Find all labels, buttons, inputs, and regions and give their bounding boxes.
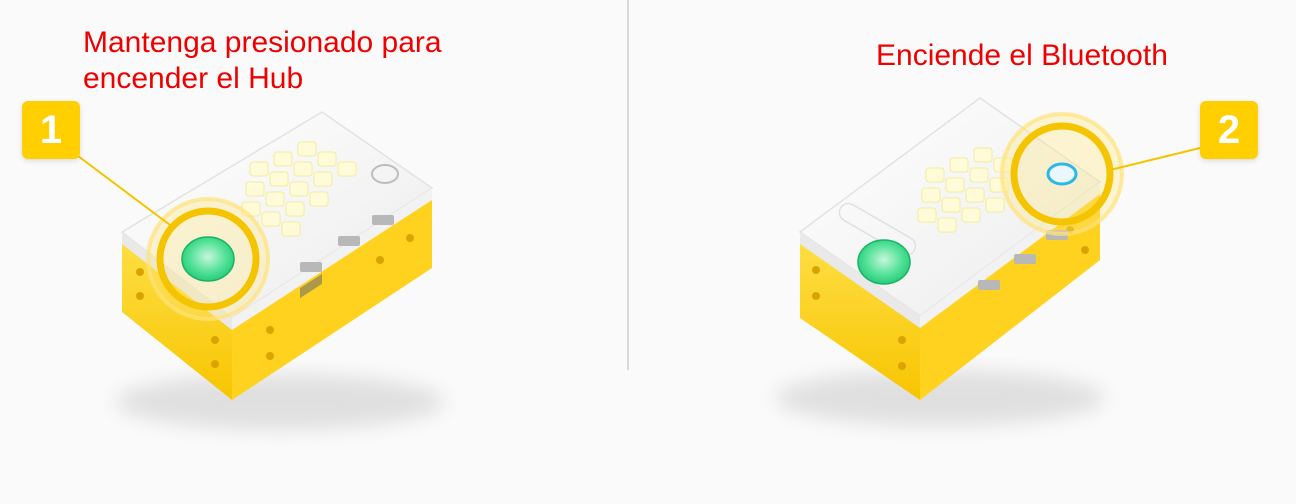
- step-panel-bluetooth: Enciende el Bluetooth: [630, 0, 1296, 504]
- step-panel-power: Mantenga presionado para encender el Hub: [0, 0, 628, 504]
- step-badge-1: 1: [22, 101, 80, 159]
- panel-divider: [627, 0, 629, 370]
- power-button-icon: [181, 236, 235, 282]
- hub-illustration: [775, 97, 1201, 426]
- light-matrix: [241, 141, 357, 237]
- step-badge-2: 2: [1200, 101, 1258, 159]
- step-caption-bluetooth: Enciende el Bluetooth: [876, 39, 1168, 72]
- bluetooth-button-icon: [1046, 162, 1078, 186]
- power-button-icon: [857, 239, 911, 285]
- step-caption-power: Mantenga presionado para encender el Hub: [83, 26, 442, 95]
- bluetooth-button-icon: [371, 164, 399, 184]
- hub-illustration: [69, 111, 445, 430]
